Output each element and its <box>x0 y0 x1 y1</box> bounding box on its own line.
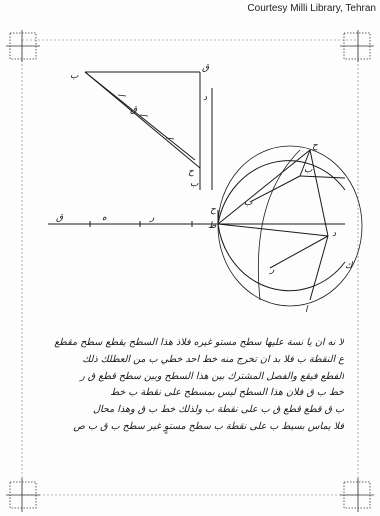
label-10: د <box>332 229 337 239</box>
label-17: ق <box>130 105 137 115</box>
hatch-marks <box>117 94 175 140</box>
sphere-figure <box>217 145 363 307</box>
manuscript-line: خط ب ق فلان هذا السطح ليس بمسطح على نقطة… <box>110 387 344 399</box>
manuscript-text: لا نه ان يا نسة عليها سطح مستو غيره فلاذ… <box>52 335 344 436</box>
triangle-figure <box>84 71 213 190</box>
label-6: ه <box>102 213 107 223</box>
manuscript-line: فلا يماس بسيط ب على نقطة ب سطح مستوٍ غير… <box>73 420 344 432</box>
label-0: ب <box>70 71 79 81</box>
label-7: ر <box>149 213 155 223</box>
label-16: ط <box>208 221 217 231</box>
label-4: ب <box>190 179 199 189</box>
page-frame <box>21 39 359 496</box>
label-3: ح <box>188 167 194 177</box>
corner-mark-top-right <box>340 30 374 62</box>
label-15: ر <box>269 265 275 275</box>
corner-mark-bottom-left <box>6 478 40 512</box>
credit-line: Courtesy Milli Library, Tehran <box>247 3 376 14</box>
manuscript-line: ع النقطة ب فلا بد ان تخرج منه خط احد خطي… <box>82 353 344 365</box>
axis-line <box>48 221 345 227</box>
manuscript-line: الفطع فيقع والفصل المشترك بين هذا السطح … <box>80 370 344 382</box>
label-2: د <box>203 93 208 103</box>
label-12: ا <box>305 305 309 315</box>
corner-mark-bottom-right <box>340 478 374 512</box>
manuscript-line: لا نه ان يا نسة عليها سطح مستو غيره فلاذ… <box>54 337 344 348</box>
label-1: ق <box>202 63 209 73</box>
manuscript-line: ب ق قطع قطع ق ب على نقطة ب ولذلك خط ب ق … <box>93 404 344 416</box>
label-14: ب <box>244 198 253 208</box>
label-13: ح <box>210 205 216 215</box>
corner-mark-top-left <box>6 30 40 62</box>
label-8: ح <box>312 141 318 151</box>
label-5: ق <box>56 213 63 223</box>
label-9: ب <box>304 165 313 175</box>
label-11: ك <box>345 261 354 271</box>
